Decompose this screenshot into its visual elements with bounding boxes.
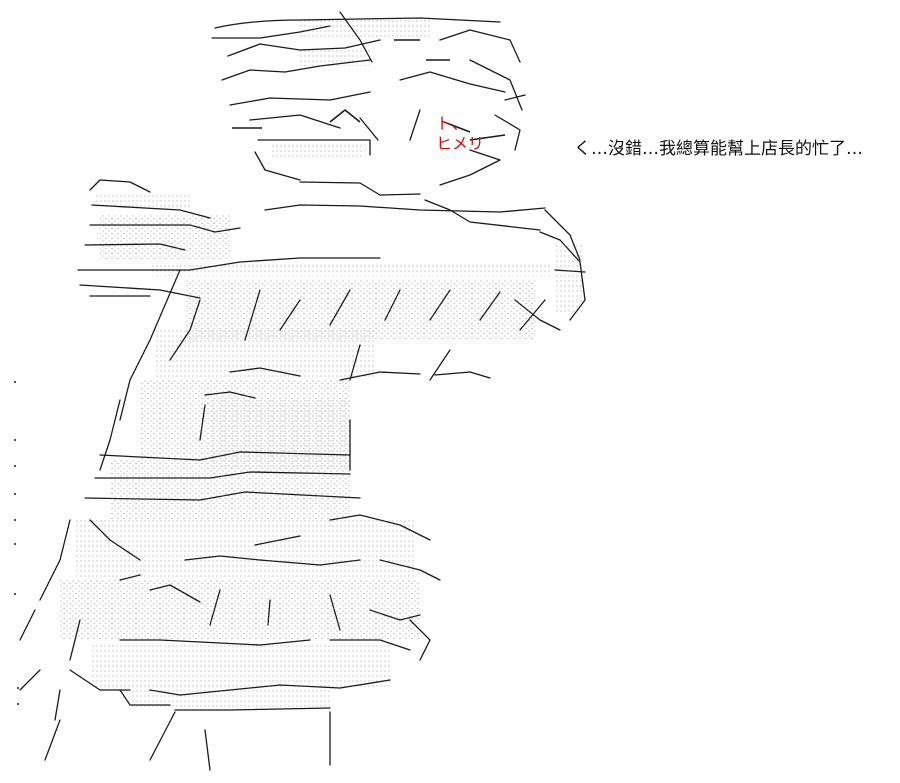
speech-text: く…沒錯…我總算能幫上店長的忙了… <box>574 139 863 159</box>
blush-mark: ト、 ヒメリ <box>436 114 484 154</box>
margin-dots-icon <box>13 380 20 706</box>
blush-line-1: ト、 <box>436 114 468 133</box>
blush-line-2: ヒメリ <box>436 134 485 153</box>
